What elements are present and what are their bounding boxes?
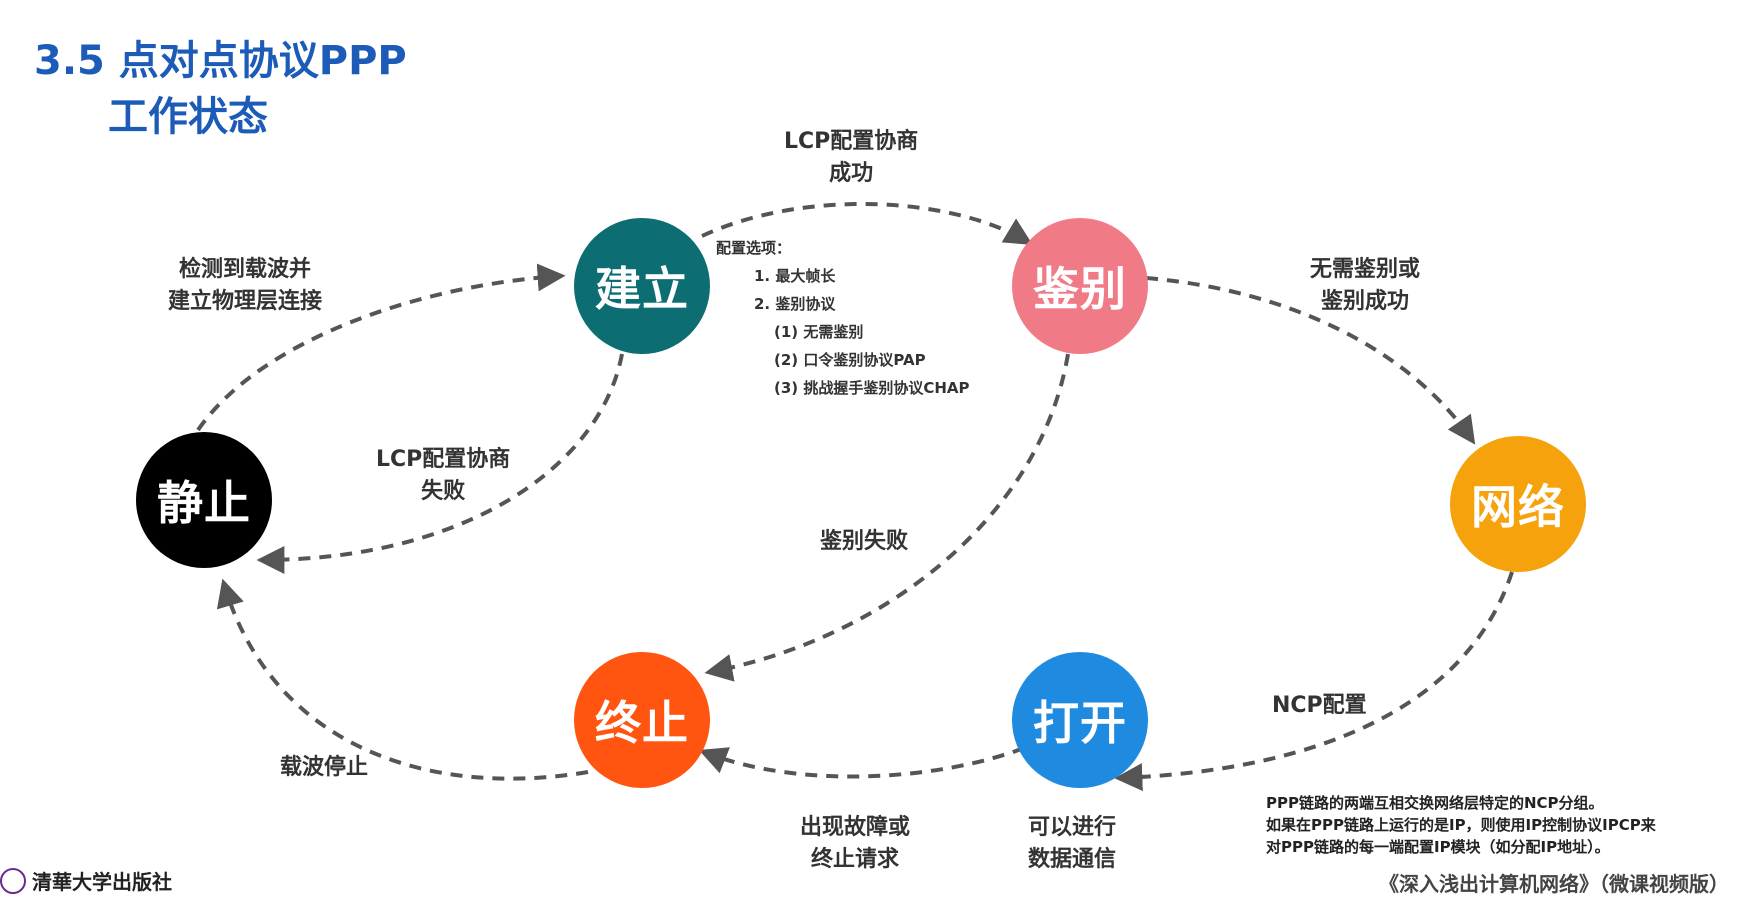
state-establish-node: 建立: [574, 218, 710, 354]
edge-label-line: 载波停止: [280, 755, 369, 780]
state-network-node: 网络: [1450, 436, 1586, 572]
publisher-logo-icon: [0, 867, 26, 894]
book-title-footer: 《深入浅出计算机网络》（微课视频版）: [1379, 872, 1729, 896]
ncp-note-line: 对PPP链路的每一端配置IP模块（如分配IP地址）。: [1266, 838, 1610, 856]
config-option-item: 2. 鉴别协议: [754, 295, 836, 313]
edge-label-open-to-terminate: 出现故障或 终止请求: [800, 812, 910, 876]
edge-label-establish-to-authenticate: LCP配置协商 成功: [784, 126, 918, 190]
edge-label-dead-to-establish: 检测到载波并 建立物理层连接: [168, 254, 322, 318]
config-option-subitem: (2) 口令鉴别协议PAP: [774, 351, 926, 369]
ncp-note-line: PPP链路的两端互相交换网络层特定的NCP分组。: [1266, 794, 1604, 812]
arrow-authenticate-to-network: [1145, 276, 1476, 445]
edge-label-line: 鉴别成功: [1321, 289, 1410, 314]
edge-label-line: NCP配置: [1272, 693, 1367, 718]
edge-label-line: 失败: [421, 479, 466, 504]
edge-label-line: 成功: [829, 161, 874, 186]
edge-label-line: 鉴别失败: [820, 529, 909, 554]
state-establish-label: 建立: [595, 262, 689, 316]
publisher-footer: 清華大学出版社: [0, 866, 172, 895]
edge-label-line: LCP配置协商: [376, 447, 511, 472]
state-authenticate-node: 鉴别: [1012, 218, 1148, 354]
edge-label-line: 出现故障或: [800, 815, 911, 840]
arrow-establish-to-dead: [256, 353, 624, 574]
edge-label-line: 检测到载波并: [179, 257, 312, 282]
lcp-config-options: 配置选项： 1. 最大帧长 2. 鉴别协议 (1) 无需鉴别 (2) 口令鉴别协…: [716, 234, 970, 402]
edge-label-line: 终止请求: [811, 847, 900, 872]
publisher-name: 清華大学出版社: [32, 870, 172, 894]
page-subtitle: 工作状态: [108, 94, 268, 140]
state-open-node: 打开: [1012, 652, 1148, 788]
config-option-subitem: (3) 挑战握手鉴别协议CHAP: [774, 379, 970, 397]
edge-label-establish-to-dead: LCP配置协商 失败: [376, 444, 510, 508]
config-option-item: 1. 最大帧长: [754, 267, 836, 285]
edge-label-line: 无需鉴别或: [1310, 257, 1421, 282]
edge-label-line: 建立物理层连接: [168, 289, 323, 314]
ncp-explanation-note: PPP链路的两端互相交换网络层特定的NCP分组。 如果在PPP链路上运行的是IP…: [1266, 792, 1656, 858]
state-open-label: 打开: [1033, 696, 1127, 750]
state-dead-node: 静止: [136, 432, 272, 568]
state-terminate-label: 终止: [595, 696, 689, 750]
state-dead-label: 静止: [157, 476, 251, 530]
edge-label-line: LCP配置协商: [784, 129, 919, 154]
edge-label-terminate-to-dead: 载波停止: [280, 752, 368, 784]
config-options-heading: 配置选项：: [716, 239, 792, 257]
config-option-subitem: (1) 无需鉴别: [774, 323, 864, 341]
arrow-authenticate-to-terminate: [704, 353, 1070, 682]
arrow-terminate-to-dead: [216, 578, 589, 781]
state-authenticate-label: 鉴别: [1033, 262, 1127, 316]
state-terminate-node: 终止: [574, 652, 710, 788]
arrow-dead-to-establish: [196, 263, 566, 432]
page-title: 3.5 点对点协议PPP: [34, 38, 407, 84]
edge-label-network-to-open: NCP配置: [1272, 690, 1367, 722]
open-state-note: 可以进行 数据通信: [1028, 812, 1116, 876]
arrow-establish-to-authenticate: [701, 202, 1033, 245]
arrow-open-to-terminate: [698, 746, 1025, 779]
state-network-label: 网络: [1471, 480, 1565, 534]
ncp-note-line: 如果在PPP链路上运行的是IP，则使用IP控制协议IPCP来: [1266, 816, 1656, 834]
arrow-network-to-open: [1114, 571, 1514, 792]
edge-label-line: 可以进行: [1028, 815, 1117, 840]
edge-label-authenticate-to-terminate: 鉴别失败: [820, 526, 908, 558]
edge-label-authenticate-to-network: 无需鉴别或 鉴别成功: [1310, 254, 1420, 318]
edge-label-line: 数据通信: [1028, 847, 1117, 872]
